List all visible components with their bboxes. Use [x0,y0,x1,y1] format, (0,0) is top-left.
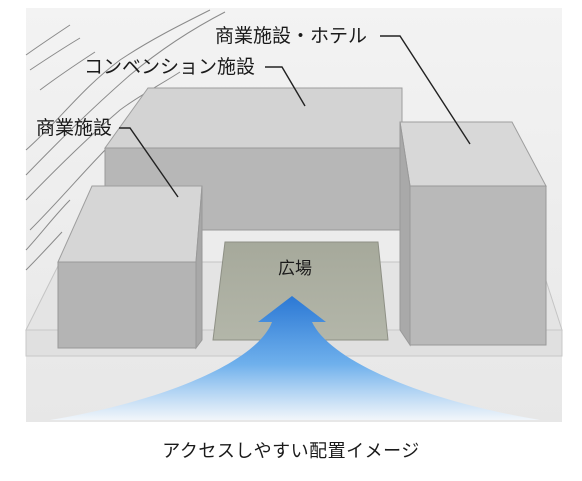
convention-block-top [104,87,403,149]
caption: アクセスしやすい配置イメージ [162,441,420,462]
leader-convention [265,66,306,107]
contour-lines [25,9,226,271]
label-plaza: 広場 [278,259,312,279]
leader-hotel [380,35,471,145]
hotel-block-front [409,185,547,346]
commercial-block-left-side [195,185,203,350]
plaza-surface [212,241,389,341]
hotel-block-side [399,121,411,347]
label-commercial-hotel: 商業施設・ホテル [215,25,367,47]
label-commercial: 商業施設 [36,117,112,139]
leader-lines [119,35,471,198]
label-convention: コンベンション施設 [84,56,255,78]
leader-commercial [119,127,179,198]
commercial-block-left-front [57,261,197,349]
access-arrow [50,296,540,420]
